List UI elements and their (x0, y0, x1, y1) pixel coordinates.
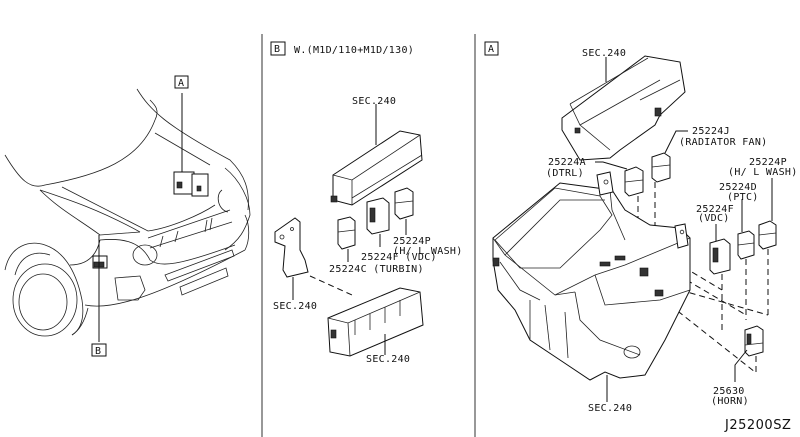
label-block-b: SEC.240 (366, 354, 410, 365)
relay-25224j-a (651, 130, 688, 240)
relay-25224p-a (758, 178, 777, 315)
label-relay-p-b: 25224P (393, 236, 431, 247)
relay-25224f-b (366, 197, 390, 247)
panel-b-tag: B (274, 44, 280, 55)
label-horn-desc-a: (HORN) (711, 396, 749, 407)
panel-a: A SEC.240 25224J (RADIATOR FAN) (484, 41, 798, 414)
label-relay-c-b: 25224C (TURBIN) (329, 264, 424, 275)
label-cover-a: SEC.240 (582, 48, 626, 59)
label-relay-a-a: 25224A (548, 157, 586, 168)
fuse-relay-box-a (492, 171, 691, 402)
callout-a-label: A (178, 78, 184, 89)
relay-25630-horn-a (734, 325, 764, 382)
panel-b: B W.(M1D/110+M1D/130) SEC.240 25224P (H/… (270, 41, 463, 365)
relay-block-b (327, 287, 424, 357)
panel-b-tag-box (270, 41, 286, 56)
relay-25224p-b (394, 187, 414, 235)
bracket-b (274, 217, 353, 300)
label-relay-j-desc-a: (RADIATOR FAN) (679, 137, 768, 148)
label-relay-j-a: 25224J (692, 126, 730, 137)
label-relay-p-desc-b: (H/ L WASH) (393, 246, 463, 257)
label-cover-b: SEC.240 (352, 96, 396, 107)
label-relay-f-a: 25224F (696, 204, 734, 215)
label-relay-f-b: 25224F (VDC) (361, 252, 437, 263)
callout-b-label: B (95, 346, 101, 357)
relay-25224d-a (737, 199, 755, 320)
label-relay-d-desc-a: (PTC) (727, 192, 759, 203)
label-relay-f-desc-a: (VDC) (698, 213, 730, 224)
relay-block-location-b (92, 235, 108, 342)
label-relay-d-a: 25224D (719, 182, 757, 193)
label-relay-p-desc-a: (H/ L WASH) (728, 167, 798, 178)
relay-box-cover-b (330, 104, 423, 206)
label-horn-a: 25630 (713, 386, 745, 397)
panel-a-tag: A (488, 44, 494, 55)
label-relay-a-desc-a: (DTRL) (546, 168, 584, 179)
panel-b-variant: W.(M1D/110+M1D/130) (294, 45, 414, 56)
relay-25224a-a (595, 161, 644, 236)
relay-25224c-b (337, 216, 356, 262)
relay-25224f-a (709, 224, 731, 330)
callout-b-box (91, 343, 107, 357)
diagram-code: J25200SZ (724, 418, 791, 433)
vehicle-overview: A B (4, 75, 251, 357)
label-relay-p-a: 25224P (749, 157, 787, 168)
callout-a-box (174, 75, 189, 89)
label-box-a: SEC.240 (588, 403, 632, 414)
fuse-box-cover-a (561, 55, 686, 161)
panel-a-tag-box (484, 41, 499, 56)
fuse-box-location-a (173, 93, 209, 197)
label-bracket-b: SEC.240 (273, 301, 317, 312)
